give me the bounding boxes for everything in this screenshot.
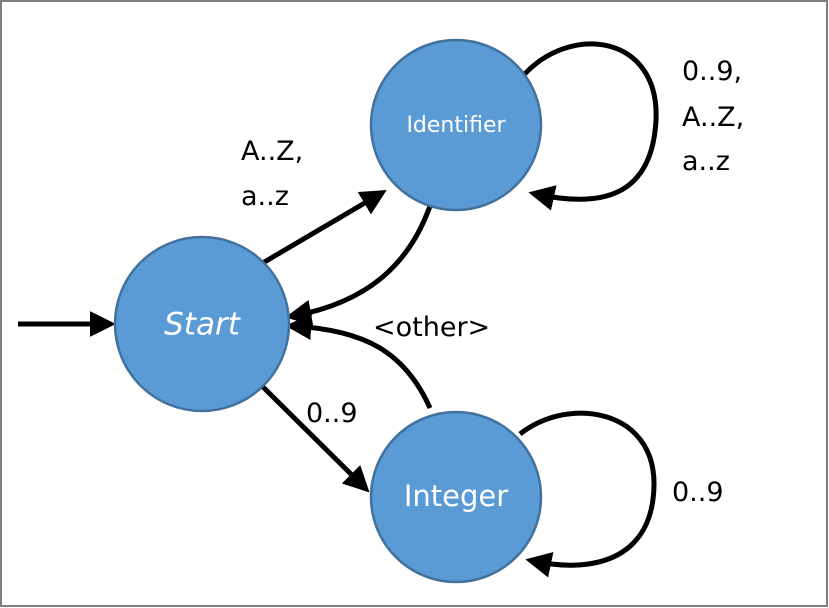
- label-other: <other>: [373, 312, 490, 343]
- state-integer-label: Integer: [404, 479, 508, 513]
- state-identifier-label: Identifier: [406, 113, 506, 138]
- edge-start-to-identifier: [259, 190, 387, 267]
- state-identifier: [369, 38, 543, 212]
- edge-identifier-loop: [520, 41, 659, 211]
- state-integer: [369, 410, 543, 584]
- label-integer-loop: 0..9: [672, 477, 724, 508]
- label-identifier-loop-line3: a..z: [682, 146, 730, 177]
- edge-start-to-integer: [260, 384, 370, 493]
- edge-integer-to-start: [285, 314, 433, 410]
- label-start-to-integer: 0..9: [306, 398, 358, 429]
- label-identifier-loop-line1: 0..9,: [682, 56, 742, 87]
- label-identifier-loop-line2: A..Z,: [682, 102, 744, 133]
- edge-identifier-to-start: [285, 205, 433, 326]
- edge-integer-loop: [518, 410, 657, 578]
- state-start-label: Start: [164, 307, 242, 343]
- label-start-to-identifier-line1: A..Z,: [241, 136, 303, 167]
- label-start-to-identifier-line2: a..z: [241, 181, 289, 212]
- state-start: [113, 235, 291, 413]
